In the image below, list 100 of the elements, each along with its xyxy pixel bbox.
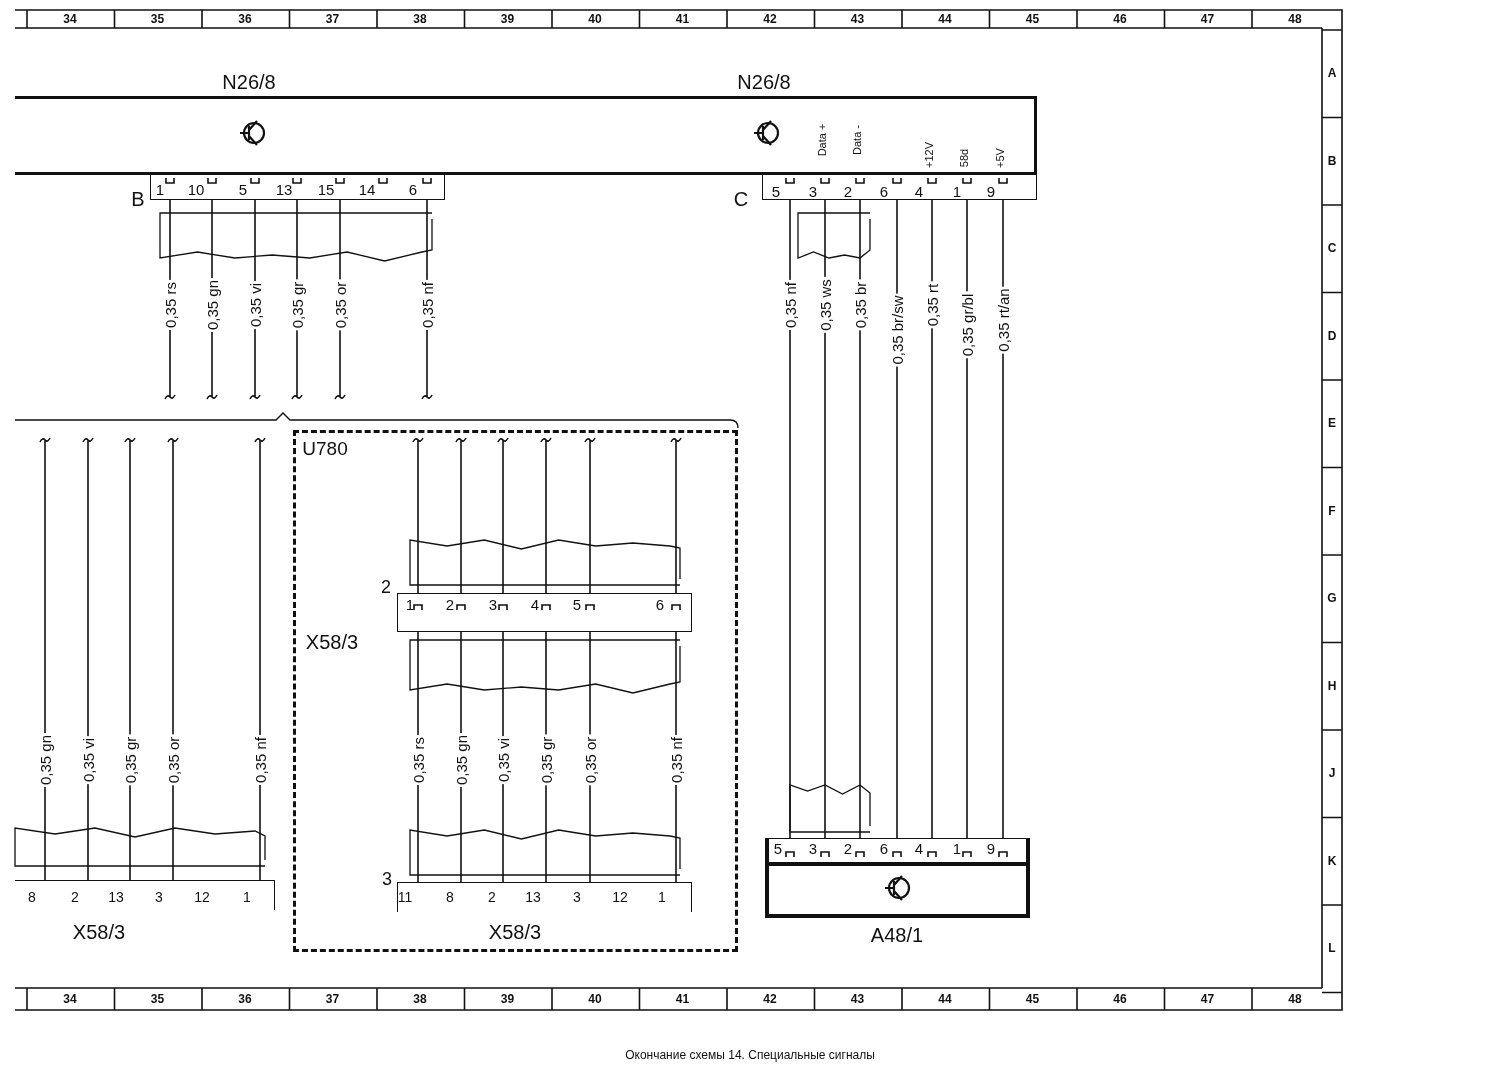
grid-column-number: 43 (850, 993, 865, 1005)
pin-number: 5 (773, 840, 783, 856)
grid-column-number: 41 (675, 993, 690, 1005)
wire (254, 437, 266, 881)
pin-number: 8 (28, 890, 36, 904)
pin-number: 12 (194, 890, 210, 904)
pin-number: 11 (397, 890, 413, 904)
grid-row-letter: F (1328, 504, 1336, 517)
pin-signal-label: +12V (923, 142, 935, 168)
pin-number: 10 (187, 181, 205, 197)
pin-number: 2 (71, 890, 79, 904)
component-designation: X58/3 (488, 922, 542, 942)
grid-column-number: 47 (1200, 13, 1215, 25)
pin-number: 2 (488, 890, 496, 904)
grid-column-number: 42 (763, 993, 777, 1005)
grid-column-number: 35 (150, 993, 165, 1005)
component-designation: X58/3 (72, 922, 126, 942)
pin-number: 8 (446, 890, 454, 904)
pin-number: 13 (525, 890, 541, 904)
grid-column-number: 38 (413, 993, 427, 1005)
pin-number: 1 (405, 596, 415, 612)
grid-column-number: 39 (500, 993, 515, 1005)
pin-number: 5 (572, 596, 582, 612)
grid-column-number: 35 (150, 13, 165, 25)
wire (859, 199, 861, 839)
wire (789, 199, 791, 839)
component-designation: A48/1 (870, 925, 924, 945)
wire (931, 199, 933, 839)
pin-number: 1 (155, 181, 165, 197)
grid-column-number: 42 (763, 13, 777, 25)
component-designation: C (733, 189, 749, 209)
grid-column-number: 45 (1025, 13, 1040, 25)
grid-column-number: 37 (325, 13, 340, 25)
grid-row-letter: L (1328, 942, 1336, 954)
grid-column-number: 39 (500, 13, 515, 25)
pin-number: 3 (155, 890, 163, 904)
pin-number: 12 (612, 890, 628, 904)
pin-number: 1 (952, 840, 962, 856)
pin-number: 1 (658, 890, 666, 904)
grid-column-number: 40 (588, 993, 602, 1005)
pin-number: 13 (108, 890, 124, 904)
wire (584, 437, 596, 594)
wire (824, 199, 826, 839)
grid-row-letter: D (1327, 329, 1337, 342)
grid-column-number: 46 (1113, 993, 1127, 1005)
grid-column-number: 44 (938, 993, 952, 1005)
pin-number: 14 (358, 181, 376, 197)
grid-column-number: 45 (1025, 993, 1040, 1005)
pin-number: 13 (275, 181, 293, 197)
grid-row-letter: G (1327, 592, 1337, 604)
pin-signal-label: 58d (958, 148, 970, 168)
pin-signal-label: +5V (994, 148, 1006, 168)
grid-column-number: 38 (413, 13, 427, 25)
pin-number: 6 (655, 596, 665, 612)
pin-signal-label: Data + (816, 123, 828, 157)
caption: Окончание схемы 14. Специальные сигналы (625, 1048, 875, 1062)
pin-number: 1 (243, 890, 251, 904)
grid-column-number: 41 (675, 13, 690, 25)
wire (966, 199, 968, 839)
grid-row-letter: E (1328, 417, 1336, 429)
pin-number: 9 (986, 183, 996, 199)
wire (82, 437, 94, 881)
grid-column-number: 34 (63, 993, 77, 1005)
component-designation: X58/3 (305, 632, 359, 652)
grid-column-number: 37 (325, 993, 340, 1005)
grid-row-letter: A (1327, 67, 1337, 79)
pin-number: 6 (408, 181, 418, 197)
pin-number: 6 (879, 840, 889, 856)
pin-number: N26/8 (737, 72, 791, 92)
pin-number: 2 (843, 183, 853, 199)
wire (497, 437, 509, 594)
pin-number: N26/8 (222, 72, 276, 92)
pin-number: 3 (573, 890, 581, 904)
component-designation: U780 (302, 438, 348, 458)
pin-number: 4 (530, 596, 540, 612)
pin-number: 3 (808, 840, 818, 856)
grid-column-number: 47 (1200, 993, 1215, 1005)
pin-number: 3 (808, 183, 818, 199)
grid-column-number: 40 (588, 13, 602, 25)
pin-number: 3 (488, 596, 498, 612)
grid-column-number: 36 (238, 993, 252, 1005)
grid-column-number: 43 (850, 13, 865, 25)
grid-column-number: 48 (1288, 993, 1302, 1005)
grid-row-letter: H (1327, 679, 1337, 692)
component-designation: 3 (382, 870, 392, 888)
pin-number: 2 (843, 840, 853, 856)
grid-column-number: 44 (938, 13, 952, 25)
component-designation: B (131, 189, 145, 209)
pin-number: 5 (771, 183, 781, 199)
component-designation: 2 (381, 578, 391, 596)
wire (455, 437, 467, 594)
wire (412, 437, 424, 594)
grid-column-number: 36 (238, 13, 252, 25)
grid-row-letter: J (1328, 767, 1336, 779)
wire (1002, 199, 1004, 839)
grid-row-letter: C (1327, 242, 1337, 254)
grid-column-number: 34 (63, 13, 77, 25)
pin-number: 4 (914, 183, 924, 199)
pin-number: 15 (317, 181, 335, 197)
grid-row-letter: K (1327, 854, 1337, 867)
